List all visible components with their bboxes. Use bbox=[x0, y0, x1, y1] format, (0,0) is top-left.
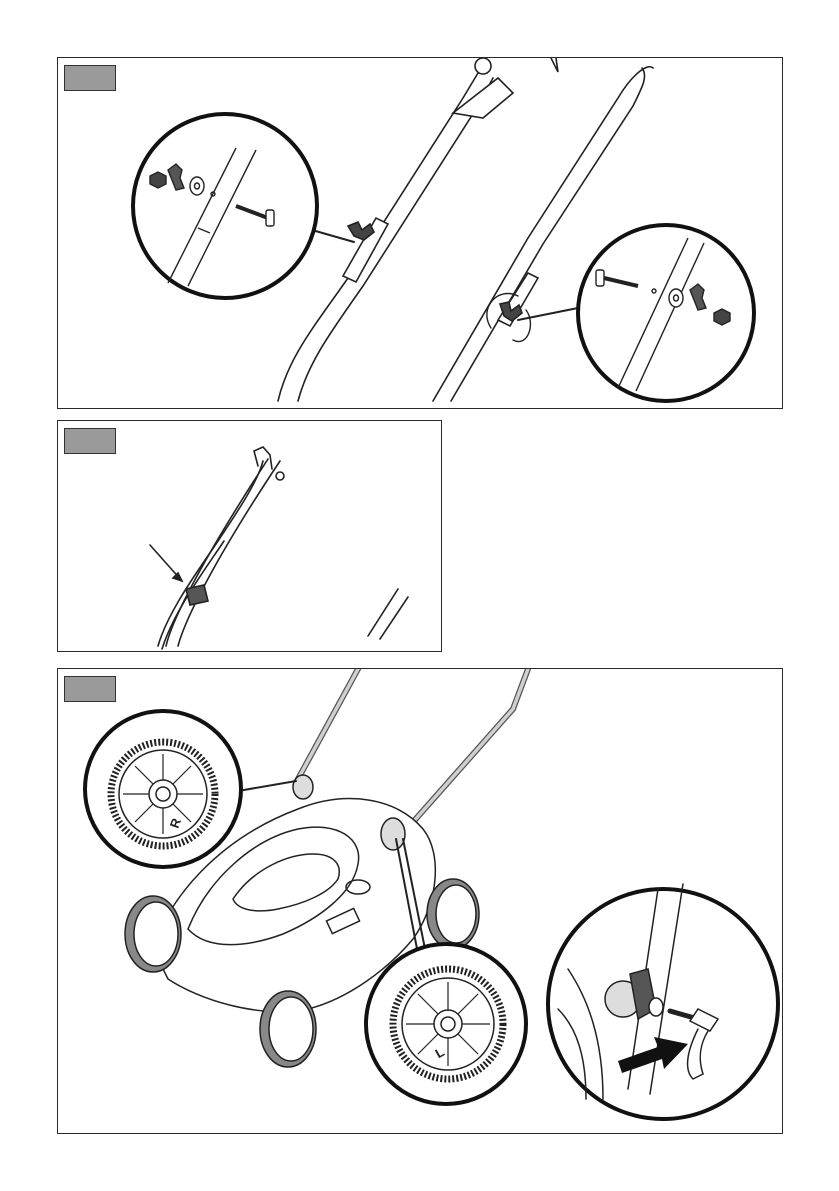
figure-panel-mower-wheels: R L bbox=[57, 668, 783, 1134]
rear-left-wheel bbox=[260, 991, 316, 1067]
bolt-assembly-callout-left bbox=[133, 114, 317, 298]
right-wheel-callout: R bbox=[85, 711, 241, 867]
height-adjustment-callout bbox=[548, 884, 778, 1119]
handle-assembly-illustration bbox=[58, 58, 782, 408]
figure-panel-handle-assembly bbox=[57, 57, 783, 409]
bolt-assembly-callout-right bbox=[578, 225, 754, 401]
cable-clip-illustration bbox=[58, 421, 441, 651]
figure-panel-cable-clip bbox=[57, 420, 442, 652]
left-wheel-callout: L bbox=[366, 944, 526, 1104]
rear-right-wheel bbox=[427, 879, 479, 949]
front-left-wheel bbox=[125, 896, 181, 972]
mower-illustration: R L bbox=[58, 669, 782, 1133]
